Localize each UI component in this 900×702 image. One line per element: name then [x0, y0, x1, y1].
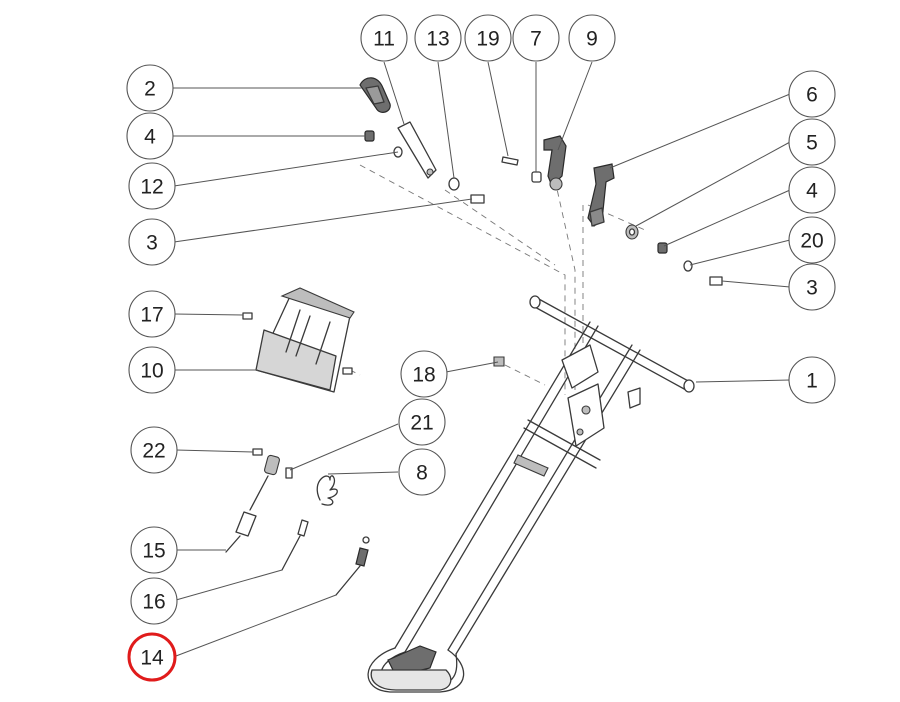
callout-13: 13 — [414, 14, 462, 62]
callout-label: 2 — [144, 78, 156, 101]
callout-label: 3 — [146, 232, 158, 255]
callout-6: 6 — [788, 70, 836, 118]
callout-1: 1 — [788, 356, 836, 404]
callout-label: 13 — [426, 28, 449, 51]
callout-20: 20 — [788, 216, 836, 264]
callout-circle — [788, 263, 836, 311]
callout-circle — [414, 14, 462, 62]
callout-circle — [126, 112, 174, 160]
callout-2: 2 — [126, 64, 174, 112]
callout-10: 10 — [128, 346, 176, 394]
callout-circle — [788, 166, 836, 214]
callout-label: 5 — [806, 132, 818, 155]
callout-21: 21 — [398, 398, 446, 446]
callout-label: 22 — [142, 440, 165, 463]
callout-label: 20 — [800, 230, 823, 253]
callout-circle — [360, 14, 408, 62]
callout-label: 12 — [140, 176, 163, 199]
callout-circle — [512, 14, 560, 62]
callout-circle — [788, 216, 836, 264]
callout-label: 4 — [806, 180, 818, 203]
callout-label: 8 — [416, 462, 428, 485]
callout-circle — [400, 350, 448, 398]
callout-circle — [128, 162, 176, 210]
callout-label: 7 — [530, 28, 542, 51]
callout-19: 19 — [464, 14, 512, 62]
callout-label: 15 — [142, 540, 165, 563]
callout-label: 14 — [140, 647, 164, 670]
part-1-frame — [367, 295, 695, 693]
callout-4: 4 — [126, 112, 174, 160]
callout-label: 1 — [806, 370, 818, 393]
callout-circle — [130, 526, 178, 574]
callout-14: 14 — [127, 632, 177, 682]
callout-3: 3 — [788, 263, 836, 311]
callout-label: 21 — [410, 412, 433, 435]
callout-8: 8 — [398, 448, 446, 496]
callout-label: 16 — [142, 591, 165, 614]
callout-7: 7 — [512, 14, 560, 62]
callout-circle — [788, 356, 836, 404]
callout-label: 3 — [806, 277, 818, 300]
callout-circle — [398, 398, 446, 446]
callout-label: 6 — [806, 84, 818, 107]
callout-9: 9 — [568, 14, 616, 62]
callout-label: 4 — [144, 126, 156, 149]
callout-3: 3 — [128, 218, 176, 266]
callout-15: 15 — [130, 526, 178, 574]
callout-17: 17 — [128, 290, 176, 338]
callout-circle — [788, 70, 836, 118]
callout-circle — [128, 218, 176, 266]
callout-circle — [128, 290, 176, 338]
callout-label: 19 — [476, 28, 499, 51]
callout-circle — [128, 346, 176, 394]
callout-circle — [464, 14, 512, 62]
callout-11: 11 — [360, 14, 408, 62]
callout-circle — [130, 577, 178, 625]
leader-lines — [172, 61, 791, 657]
callout-label: 10 — [140, 360, 163, 383]
callout-4: 4 — [788, 166, 836, 214]
small-parts — [225, 77, 723, 596]
callout-circle — [398, 448, 446, 496]
callout-16: 16 — [130, 577, 178, 625]
callout-label: 17 — [140, 304, 163, 327]
callout-circle — [568, 14, 616, 62]
callout-5: 5 — [788, 118, 836, 166]
highlighted-callout-circle — [127, 632, 177, 682]
callout-22: 22 — [130, 426, 178, 474]
callout-circle — [130, 426, 178, 474]
callout-label: 18 — [412, 364, 435, 387]
callout-circle — [788, 118, 836, 166]
callout-18: 18 — [400, 350, 448, 398]
callout-group: 11 13 19 7 9 2 6 4 5 12 4 3 20 3 17 10 18 1 21 22 8 15 16 14 — [126, 14, 836, 682]
callout-label: 9 — [586, 28, 598, 51]
callout-label: 11 — [373, 28, 395, 51]
callout-12: 12 — [128, 162, 176, 210]
callout-circle — [126, 64, 174, 112]
